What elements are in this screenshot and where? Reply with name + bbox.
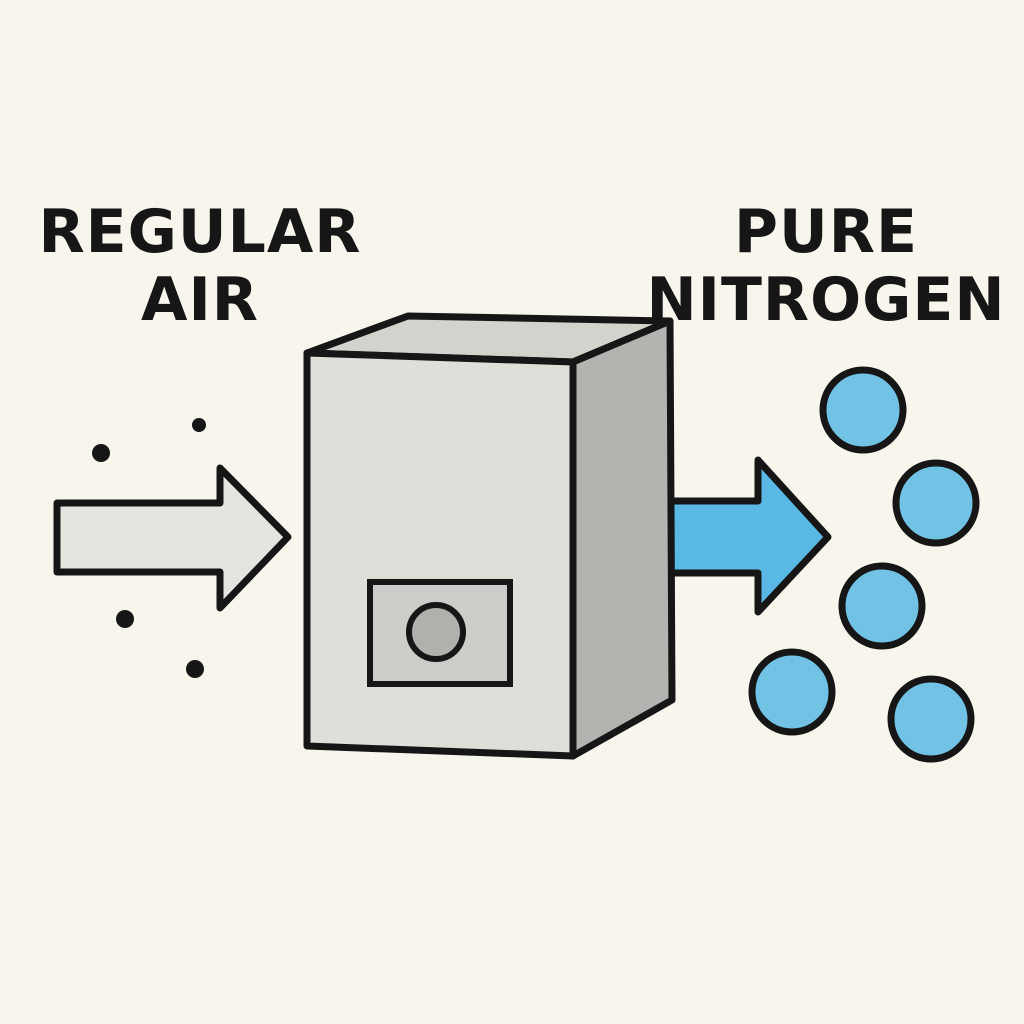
output-label-line2: NITROGEN (646, 265, 1005, 335)
air-particle (116, 610, 134, 628)
air-particle (192, 418, 206, 432)
air-particles (92, 418, 206, 678)
nitrogen-molecules (748, 366, 980, 763)
input-label-line1: REGULAR (38, 197, 361, 267)
nitrogen-molecule (887, 675, 975, 763)
input-label-line2: AIR (141, 265, 259, 335)
nitrogen-molecule (892, 459, 980, 547)
input-arrow-icon (53, 464, 292, 612)
nitrogen-molecule (838, 562, 926, 650)
output-label-line1: PURE (734, 197, 918, 267)
nitrogen-generator-icon (303, 312, 676, 760)
nitrogen-molecule (748, 648, 836, 736)
air-particle (92, 444, 110, 462)
machine-front-face (303, 349, 577, 760)
machine-side-face (569, 317, 676, 760)
machine-dial-icon (406, 602, 466, 662)
nitrogen-molecule (819, 366, 907, 454)
air-particle (186, 660, 204, 678)
